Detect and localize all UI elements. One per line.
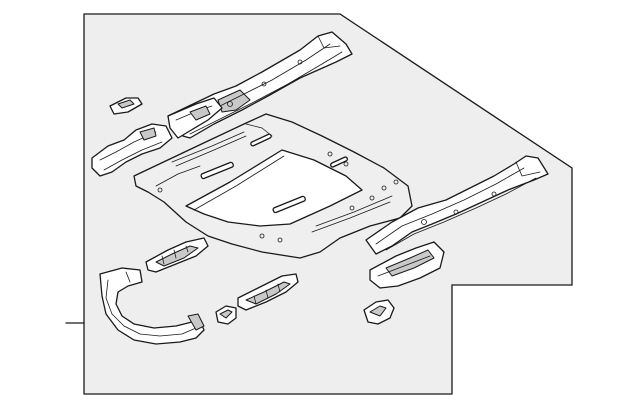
floor-pan-part: [133, 113, 413, 259]
rear-extension-part: [369, 241, 445, 289]
front-crossmember-bracket-part: [91, 123, 173, 177]
small-clip-top-part: [109, 97, 143, 115]
curved-reinforcement-part: [99, 267, 205, 345]
inner-bracket-center-part: [237, 273, 299, 311]
front-rail-bracket-part: [167, 97, 223, 139]
bottom-clip-part: [363, 299, 395, 325]
small-block-part: [215, 305, 237, 325]
inner-bracket-left-part: [145, 237, 209, 273]
rear-rail-part: [365, 155, 549, 255]
